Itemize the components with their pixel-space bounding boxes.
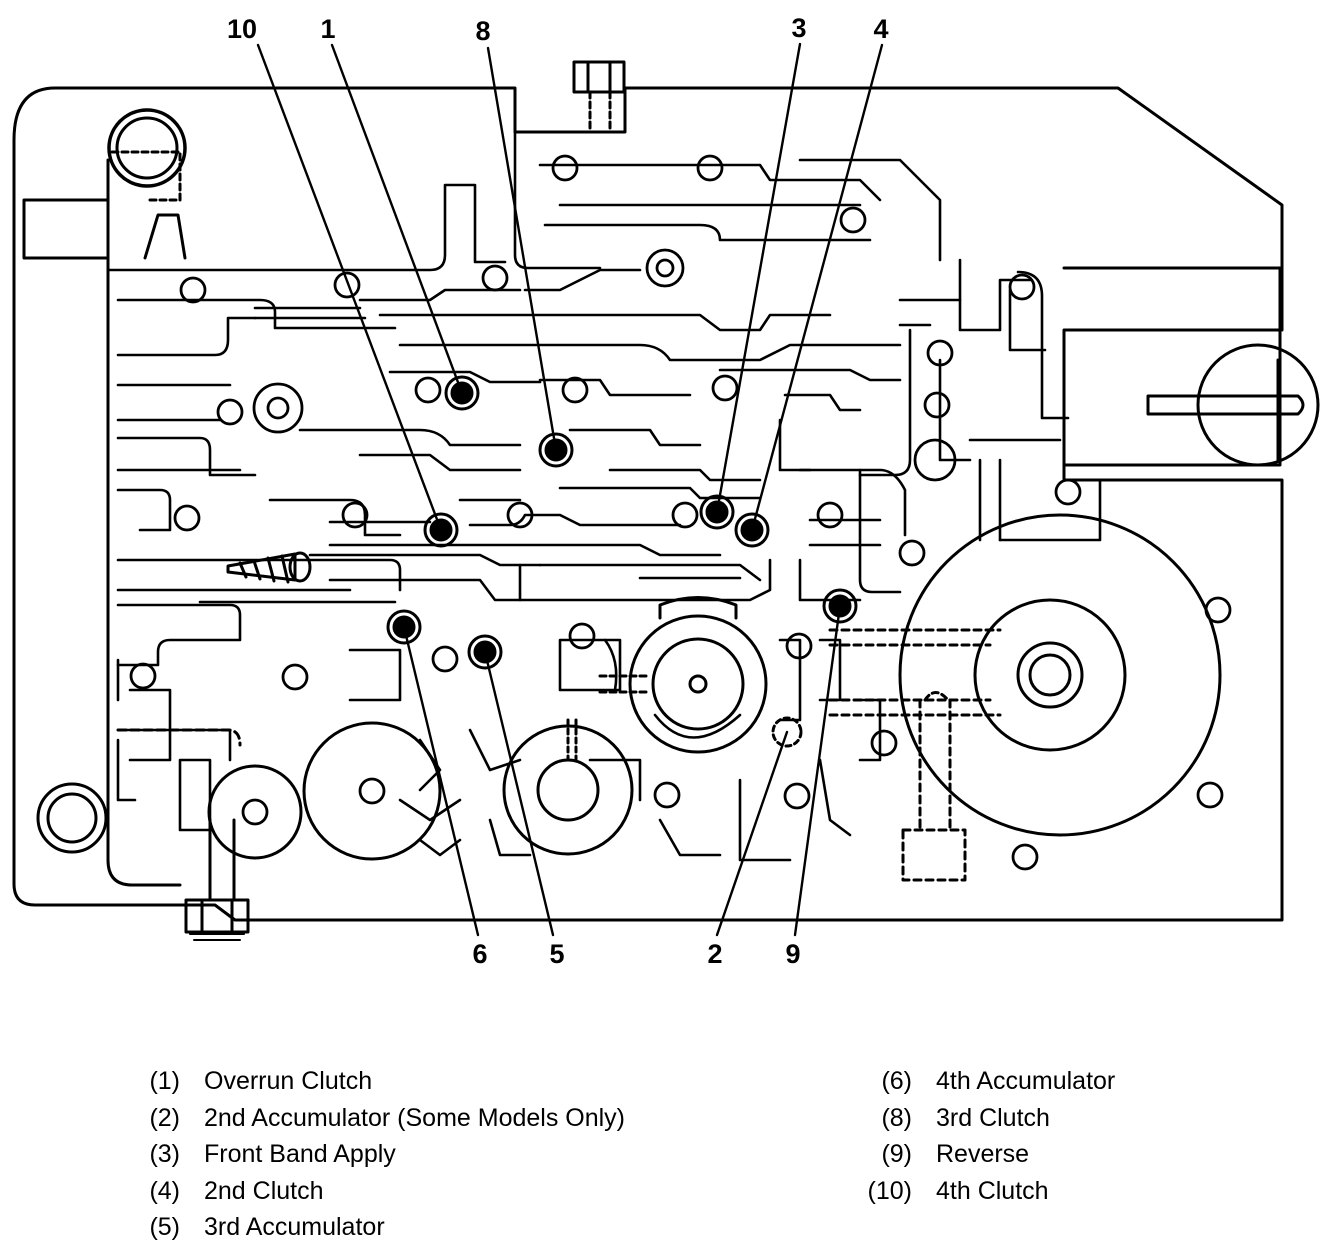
accumulator-piston-left bbox=[302, 721, 442, 861]
legend-item: (10) 4th Clutch bbox=[852, 1173, 1115, 1210]
check-ball-9 bbox=[822, 588, 858, 624]
legend-label: Reverse bbox=[936, 1140, 1030, 1168]
callout-9: 9 bbox=[785, 939, 800, 969]
legend-item: (8) 3rd Clutch bbox=[852, 1100, 1115, 1137]
legend-number: (8) bbox=[881, 1103, 912, 1132]
legend-number: (2) bbox=[149, 1103, 180, 1132]
pivot-lever bbox=[1146, 343, 1320, 467]
check-ball-5 bbox=[467, 634, 503, 670]
callout-8: 8 bbox=[475, 16, 490, 46]
legend-label: 4th Accumulator bbox=[936, 1067, 1116, 1095]
check-ball-1 bbox=[444, 375, 480, 411]
legend-item: (6) 4th Accumulator bbox=[852, 1063, 1115, 1100]
spring-plug bbox=[226, 551, 312, 584]
legend-label: Overrun Clutch bbox=[204, 1067, 373, 1095]
accumulator-piston-mid bbox=[502, 724, 634, 856]
leader-lines bbox=[256, 42, 884, 937]
callout-6: 6 bbox=[472, 939, 487, 969]
check-ball-6 bbox=[386, 609, 422, 645]
legend-number: (6) bbox=[881, 1067, 912, 1095]
callout-numbers: 10 1 8 3 4 6 5 2 9 bbox=[227, 13, 889, 969]
port-holes bbox=[129, 154, 1232, 871]
legend-number: (9) bbox=[881, 1140, 912, 1168]
passage-channels bbox=[106, 128, 1102, 862]
check-ball-3 bbox=[699, 494, 735, 530]
large-accumulator bbox=[828, 513, 1222, 882]
legend-right-column: (6) 4th Accumulator (8) 3rd Clutch (9) R… bbox=[852, 1063, 1116, 1210]
legend-label: 2nd Accumulator (Some Models Only) bbox=[204, 1103, 626, 1132]
bottom-bolt bbox=[184, 818, 250, 941]
legend-number: (10) bbox=[867, 1176, 912, 1205]
legend-item: (9) Reverse bbox=[852, 1136, 1115, 1173]
check-ball-10 bbox=[423, 512, 459, 548]
valve-body-diagram: 10 1 8 3 4 6 5 2 9 bbox=[12, 13, 1320, 969]
legend-item: (3) Front Band Apply bbox=[120, 1136, 625, 1173]
legend-item: (5) 3rd Accumulator bbox=[120, 1209, 625, 1246]
legend-left-column: (1) Overrun Clutch (2) 2nd Accumulator (… bbox=[120, 1063, 625, 1246]
callout-10: 10 bbox=[227, 14, 257, 44]
center-piston bbox=[598, 596, 768, 754]
callout-2: 2 bbox=[707, 939, 722, 969]
legend-number: (1) bbox=[149, 1067, 180, 1095]
callout-4: 4 bbox=[873, 14, 888, 44]
legend-number: (5) bbox=[149, 1213, 180, 1241]
valve-body-outline bbox=[12, 86, 1284, 922]
check-ball-8 bbox=[538, 432, 574, 468]
check-ball-2-location bbox=[771, 716, 803, 748]
top-bolt bbox=[572, 60, 626, 132]
legend-label: 3rd Clutch bbox=[936, 1103, 1050, 1132]
legend-label: 4th Clutch bbox=[936, 1176, 1049, 1205]
legend-number: (4) bbox=[149, 1176, 180, 1205]
legend-item: (1) Overrun Clutch bbox=[120, 1063, 625, 1100]
callout-3: 3 bbox=[791, 13, 806, 43]
legend-label: Front Band Apply bbox=[204, 1140, 396, 1168]
callout-5: 5 bbox=[549, 939, 564, 969]
legend-item: (2) 2nd Accumulator (Some Models Only) bbox=[120, 1100, 625, 1137]
callout-1: 1 bbox=[320, 14, 335, 44]
legend-item: (4) 2nd Clutch bbox=[120, 1173, 625, 1210]
check-ball-4 bbox=[734, 512, 770, 548]
legend-label: 3rd Accumulator bbox=[204, 1213, 385, 1241]
legend-number: (3) bbox=[149, 1140, 180, 1168]
legend-label: 2nd Clutch bbox=[204, 1176, 324, 1205]
